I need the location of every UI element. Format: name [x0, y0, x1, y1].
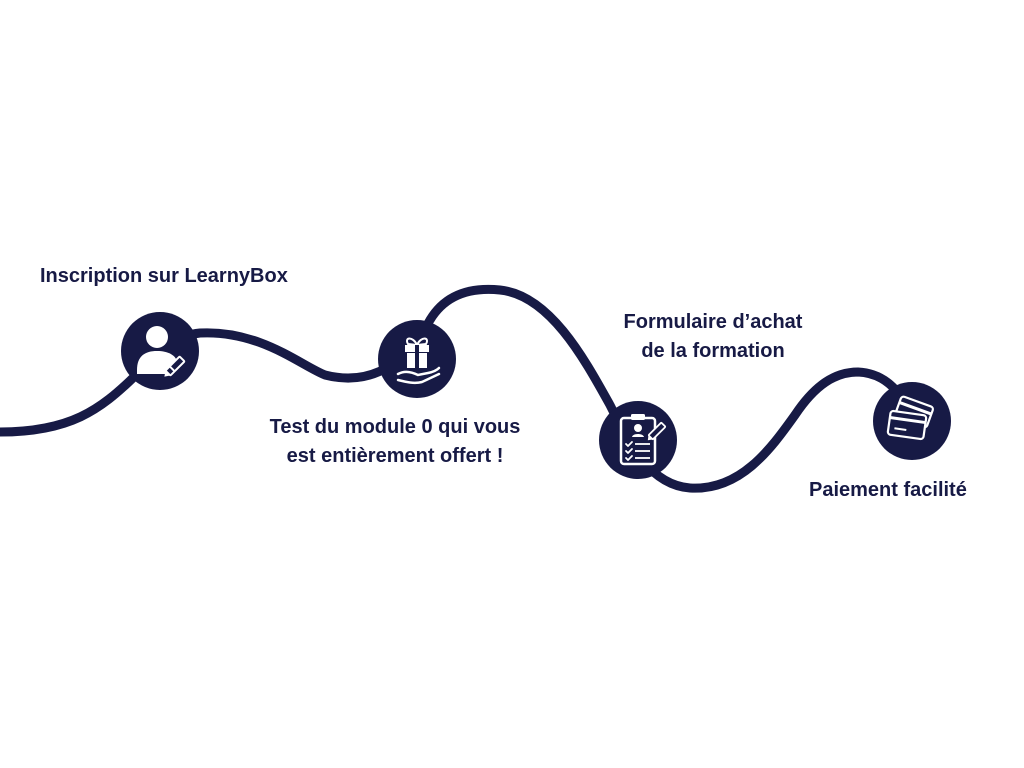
- step-4-label-line-1: Paiement facilité: [809, 479, 967, 501]
- step-2-label: Test du module 0 qui vous est entièremen…: [253, 413, 537, 471]
- step-2-label-line-1: Test du module 0 qui vous: [269, 416, 521, 438]
- user-edit-icon: [137, 326, 186, 377]
- step-2-node: [378, 320, 456, 398]
- step-1-label: Inscription sur LearnyBox: [40, 262, 288, 291]
- step-3-node: [599, 401, 677, 479]
- step-3-label-line-2: de la formation: [641, 340, 785, 362]
- step-1-label-line-1: Inscription sur LearnyBox: [40, 265, 288, 287]
- step-4-node: [873, 382, 951, 460]
- gift-hand-icon: [396, 337, 441, 385]
- step-1-node: [121, 312, 199, 390]
- step-4-label: Paiement facilité: [809, 476, 967, 505]
- step-3-label: Formulaire d’achat de la formation: [603, 308, 823, 366]
- step-3-circle: [599, 401, 677, 479]
- clipboard-checklist-icon: [619, 414, 666, 466]
- step-1-circle: [121, 312, 199, 390]
- step-2-label-line-2: est entièrement offert !: [286, 445, 504, 467]
- credit-cards-icon: [886, 395, 934, 441]
- step-3-label-line-1: Formulaire d’achat: [623, 311, 803, 333]
